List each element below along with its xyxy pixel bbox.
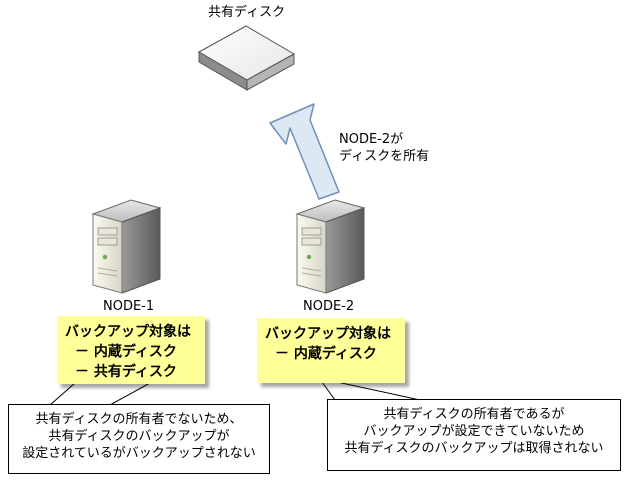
arrow-caption-line: ディスクを所有 [339, 149, 430, 164]
note-line: － 内蔵ディスク [275, 346, 377, 362]
backup-target-note: バックアップ対象は － 内蔵ディスク － 共有ディスク [57, 316, 205, 384]
callout-pointer [336, 381, 421, 401]
arrow-caption-line: NODE-2が [339, 132, 404, 147]
backup-target-note: バックアップ対象は － 内蔵ディスク [257, 318, 405, 383]
callout-line: 共有ディスクの所有者でないため、 [35, 412, 243, 427]
shared-disk-icon [197, 25, 296, 91]
note-line: バックアップ対象は [265, 326, 391, 342]
note-line: バックアップ対象は [65, 324, 191, 340]
callout-line: バックアップが設定できていないため [363, 424, 585, 439]
callout-line: 設定されているがバックアップされない [22, 446, 256, 461]
callout-pointer [321, 381, 336, 401]
note-line: － 共有ディスク [75, 364, 177, 380]
node-label: NODE-2 [303, 299, 355, 314]
callout-line: 共有ディスクのバックアップは取得されない [344, 441, 604, 456]
arrow-caption: NODE-2が ディスクを所有 [339, 131, 429, 165]
server-icon [91, 199, 162, 294]
callout-line: 共有ディスクのバックアップが [48, 429, 230, 444]
callout-box: 共有ディスクの所有者でないため、 共有ディスクのバックアップが 設定されているが… [8, 404, 270, 474]
callout-pointer [109, 382, 151, 406]
node-label: NODE-1 [103, 299, 155, 314]
callout-line: 共有ディスクの所有者であるが [383, 407, 565, 422]
server-icon [295, 199, 366, 294]
callout-pointer [49, 382, 76, 406]
shared-disk-label: 共有ディスク [208, 5, 286, 20]
ownership-arrow [269, 103, 340, 200]
note-line: － 内蔵ディスク [75, 344, 177, 360]
callout-box: 共有ディスクの所有者であるが バックアップが設定できていないため 共有ディスクの… [327, 399, 621, 471]
